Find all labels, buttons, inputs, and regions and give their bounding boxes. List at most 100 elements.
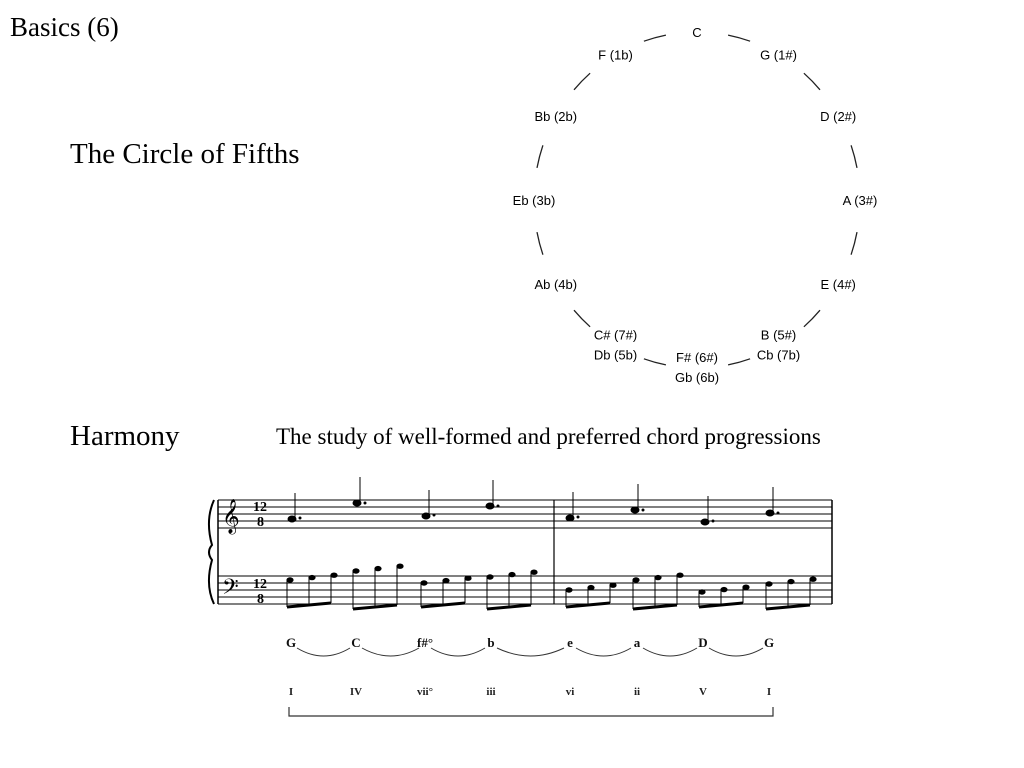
chord-slur — [708, 647, 764, 657]
circle-arc — [803, 309, 821, 328]
key-label: F# (6#) — [676, 350, 718, 365]
bass-note — [308, 574, 316, 581]
circle-labels: C G (1#) D (2#) A (3#) E (4#) B (5#) Cb (7b) F#… — [513, 25, 878, 385]
bass-note — [508, 571, 516, 578]
treble-time-sig-top: 12 — [253, 500, 267, 515]
roman-numeral: iii — [486, 686, 495, 698]
bass-clef-icon: 𝄢 — [222, 575, 239, 605]
treble-note — [485, 480, 500, 510]
bass-note-group — [698, 584, 750, 609]
bass-note — [374, 565, 382, 572]
bass-note — [330, 572, 338, 578]
roman-numeral: V — [699, 686, 707, 698]
circle-arc — [643, 358, 667, 366]
key-label: E (4#) — [820, 277, 855, 292]
bass-note-groups — [286, 563, 817, 611]
bass-note — [742, 584, 750, 590]
bass-note-group — [286, 572, 338, 609]
brace — [208, 499, 215, 605]
bass-note — [587, 584, 595, 591]
bass-note-group — [565, 582, 617, 609]
treble-clef-icon: 𝄞 — [222, 499, 240, 535]
chord-name: G — [764, 635, 774, 650]
harmony-definition: The study of well-formed and preferred c… — [276, 424, 821, 449]
treble-note — [630, 484, 645, 514]
roman-numeral: vi — [566, 686, 575, 698]
circle-arc — [573, 72, 591, 91]
treble-note — [287, 493, 302, 523]
circle-of-fifths-heading: The Circle of Fifths — [70, 138, 300, 170]
bass-note — [486, 574, 494, 580]
roman-numerals: I IV vii° iii vi ii V I — [289, 686, 771, 698]
chord-name: a — [634, 635, 641, 650]
bass-note-group — [765, 576, 817, 611]
circle-of-fifths-diagram: C G (1#) D (2#) A (3#) E (4#) B (5#) Cb (7b) F#… — [513, 25, 878, 385]
treble-note — [421, 490, 436, 520]
bass-note — [787, 578, 795, 585]
bass-staff-lines — [218, 575, 832, 605]
chord-slur — [496, 647, 565, 657]
key-label: B (5#) — [761, 328, 796, 343]
key-label: Ab (4b) — [534, 277, 577, 292]
bass-note — [530, 569, 538, 575]
circle-arc — [536, 231, 544, 255]
bass-note-group — [486, 569, 538, 611]
chord-name: e — [567, 635, 573, 650]
roman-numeral: I — [767, 686, 771, 698]
treble-note — [765, 487, 780, 517]
bass-note — [720, 586, 728, 593]
key-label: C# (7#) — [594, 328, 637, 343]
treble-note — [700, 496, 715, 526]
progression-bracket — [288, 707, 774, 717]
circle-arc — [850, 231, 858, 255]
chord-slur — [361, 647, 420, 657]
bass-note — [809, 576, 817, 582]
treble-time-sig-bottom: 8 — [257, 515, 264, 530]
roman-numeral: ii — [634, 686, 640, 698]
roman-numeral: IV — [350, 686, 362, 698]
circle-arc — [643, 34, 667, 42]
key-label: C — [692, 25, 701, 40]
chord-slur — [296, 647, 351, 657]
circle-arc — [850, 145, 858, 169]
circle-arc — [727, 358, 751, 366]
treble-note — [565, 492, 580, 522]
key-label: Eb (3b) — [513, 193, 556, 208]
bass-note — [464, 575, 472, 581]
key-label: A (3#) — [843, 193, 878, 208]
bass-note — [698, 589, 706, 595]
bass-note-group — [420, 575, 472, 609]
roman-numeral: I — [289, 686, 293, 698]
chord-slur — [575, 647, 632, 657]
chord-name: D — [698, 635, 707, 650]
bass-note — [609, 582, 617, 588]
circle-arc — [573, 309, 591, 328]
bass-note — [352, 568, 360, 574]
bass-note — [632, 577, 640, 583]
key-label: F (1b) — [598, 48, 633, 63]
bass-note-group — [352, 563, 404, 611]
treble-notes — [287, 477, 780, 526]
key-label: G (1#) — [760, 48, 797, 63]
chord-name: G — [286, 635, 296, 650]
bass-note — [676, 572, 684, 578]
circle-arc — [727, 34, 751, 42]
treble-note — [352, 477, 367, 507]
bass-time-sig-bottom: 8 — [257, 592, 264, 607]
chord-slurs — [296, 647, 764, 657]
key-label-enharmonic: Db (5b) — [594, 348, 637, 363]
key-label: Bb (2b) — [534, 109, 577, 124]
bass-note — [565, 587, 573, 593]
bass-time-sig-top: 12 — [253, 577, 267, 592]
grand-staff — [208, 499, 833, 605]
chord-name: C — [351, 635, 360, 650]
key-label-enharmonic: Cb (7b) — [757, 348, 800, 363]
harmony-heading: Harmony — [70, 420, 180, 452]
circle-arc — [536, 145, 544, 169]
roman-numeral: vii° — [417, 686, 433, 698]
treble-staff-lines — [218, 499, 832, 529]
key-label: D (2#) — [820, 109, 856, 124]
bass-note — [442, 577, 450, 584]
